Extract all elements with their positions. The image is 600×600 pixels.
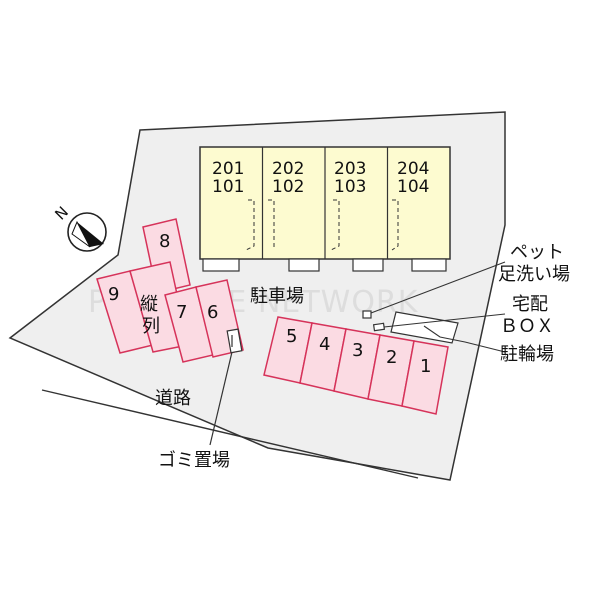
slot-3-label: 3 <box>352 340 363 361</box>
parking-right-labels: 5 4 3 2 1 <box>286 326 431 377</box>
unit-101: 101 <box>212 177 244 197</box>
apartment-building: 201 101 202 102 203 103 204 104 <box>199 146 451 272</box>
parking-right <box>263 316 449 415</box>
pet-wash-label-1: ペット <box>510 242 564 263</box>
delivery-box-label-2: ＢＯＸ <box>500 316 554 337</box>
slot-5-label: 5 <box>286 326 297 347</box>
pet-wash-area <box>362 310 372 319</box>
slot-tandem-label-1: 縦 <box>140 294 158 315</box>
unit-201: 201 <box>212 159 244 179</box>
unit-204: 204 <box>397 159 429 179</box>
garbage-label: ゴミ置場 <box>158 450 230 471</box>
slot-2-label: 2 <box>386 347 397 368</box>
delivery-box <box>372 322 386 332</box>
slot-6-label: 6 <box>207 302 218 323</box>
delivery-box-label-1: 宅配 <box>512 294 548 315</box>
parking-left-labels: 8 9 縦 列 7 6 <box>108 231 218 337</box>
unit-102: 102 <box>272 177 304 197</box>
garbage-area <box>209 328 243 446</box>
parking-lot-label: 駐車場 <box>250 286 304 307</box>
slot-tandem-label-2: 列 <box>142 316 160 337</box>
facility-leader-lines <box>370 261 506 353</box>
road-label: 道路 <box>155 388 191 409</box>
north-label: N <box>51 203 72 224</box>
road-line <box>41 389 419 479</box>
pet-wash-label-2: 足洗い場 <box>498 264 570 285</box>
garbage-leader-line <box>209 351 233 446</box>
north-arrow-icon: N <box>51 203 107 252</box>
bicycle-parking-label: 駐輪場 <box>500 344 554 365</box>
bicycle-parking <box>390 311 459 344</box>
slot-7-label: 7 <box>176 302 187 323</box>
slot-8-label: 8 <box>159 231 170 252</box>
unit-label-group: 201 101 202 102 203 103 204 104 <box>212 159 429 197</box>
unit-203: 203 <box>334 159 366 179</box>
unit-104: 104 <box>397 177 429 197</box>
unit-202: 202 <box>272 159 304 179</box>
slot-1-label: 1 <box>420 356 431 377</box>
unit-103: 103 <box>334 177 366 197</box>
site-facilities <box>362 310 459 344</box>
slot-4-label: 4 <box>319 334 330 355</box>
parking-left <box>96 218 244 363</box>
slot-9-label: 9 <box>108 284 119 305</box>
parking-slot-1 <box>401 340 449 415</box>
